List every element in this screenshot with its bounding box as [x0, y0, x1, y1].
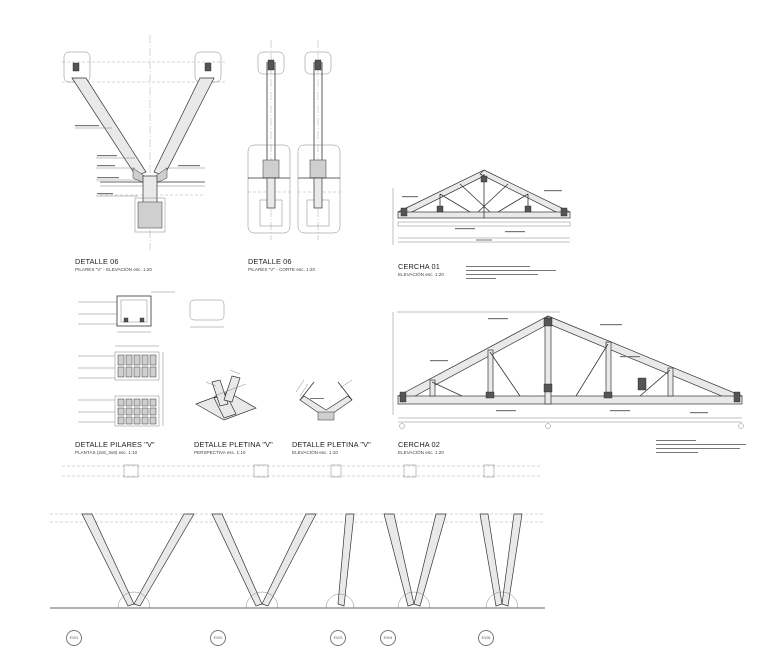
detail-06-section-title: DETALLE 06: [248, 257, 292, 266]
column-plan-details-subtitle: PLANTAS (2x8_3x8) esc. 1:10: [75, 450, 138, 455]
columns-elevation: [50, 513, 545, 609]
plate-elevation-drawing: [295, 379, 353, 421]
column-ev04: [383, 513, 447, 609]
plate-elevation-subtitle: ELEVACIÓN esc. 1:10: [292, 450, 338, 455]
truss-02-drawing: [392, 311, 746, 453]
marker-ev03: EV03: [330, 630, 346, 646]
detail-06-section-subtitle: PILARES "V" - CORTE esc. 1:20: [248, 267, 316, 272]
plate-elevation-title: DETALLE PLETINA "V": [292, 440, 371, 449]
plate-perspective-subtitle: PERSPECTIVA esc. 1:10: [194, 450, 246, 455]
truss-02-title: CERCHA 02: [398, 440, 440, 449]
plan-2x8-members: [117, 354, 157, 378]
plan-3x8-members: [117, 398, 157, 425]
truss-01-subtitle: ELEVACIÓN esc. 1:20: [398, 272, 444, 277]
column-ev05: [479, 513, 523, 609]
column-ev02: [211, 513, 317, 609]
detail-06-elevation-subtitle: PILARES "V" - ELEVACIÓN esc. 1:20: [75, 267, 152, 272]
truss-01-title: CERCHA 01: [398, 262, 440, 271]
marker-ev05: EV05: [478, 630, 494, 646]
plan-strip: [62, 464, 540, 478]
marker-ev02: EV02: [210, 630, 226, 646]
plate-perspective-title: DETALLE PLETINA "V": [194, 440, 273, 449]
column-plan-details-drawing: [78, 291, 225, 427]
plate-perspective-drawing: [195, 369, 257, 421]
detail-06-elevation-drawing: [62, 35, 225, 250]
column-ev03: [325, 513, 355, 609]
column-ev01: [81, 513, 195, 609]
truss-02-subtitle: ELEVACIÓN esc. 1:20: [398, 450, 444, 455]
detail-06-section-drawing: [247, 40, 341, 240]
marker-ev01: EV01: [66, 630, 82, 646]
column-plan-details-title: DETALLE PILARES "V": [75, 440, 155, 449]
marker-ev04: EV04: [380, 630, 396, 646]
detail-06-elevation-title: DETALLE 06: [75, 257, 119, 266]
truss-01-drawing: [392, 169, 571, 279]
